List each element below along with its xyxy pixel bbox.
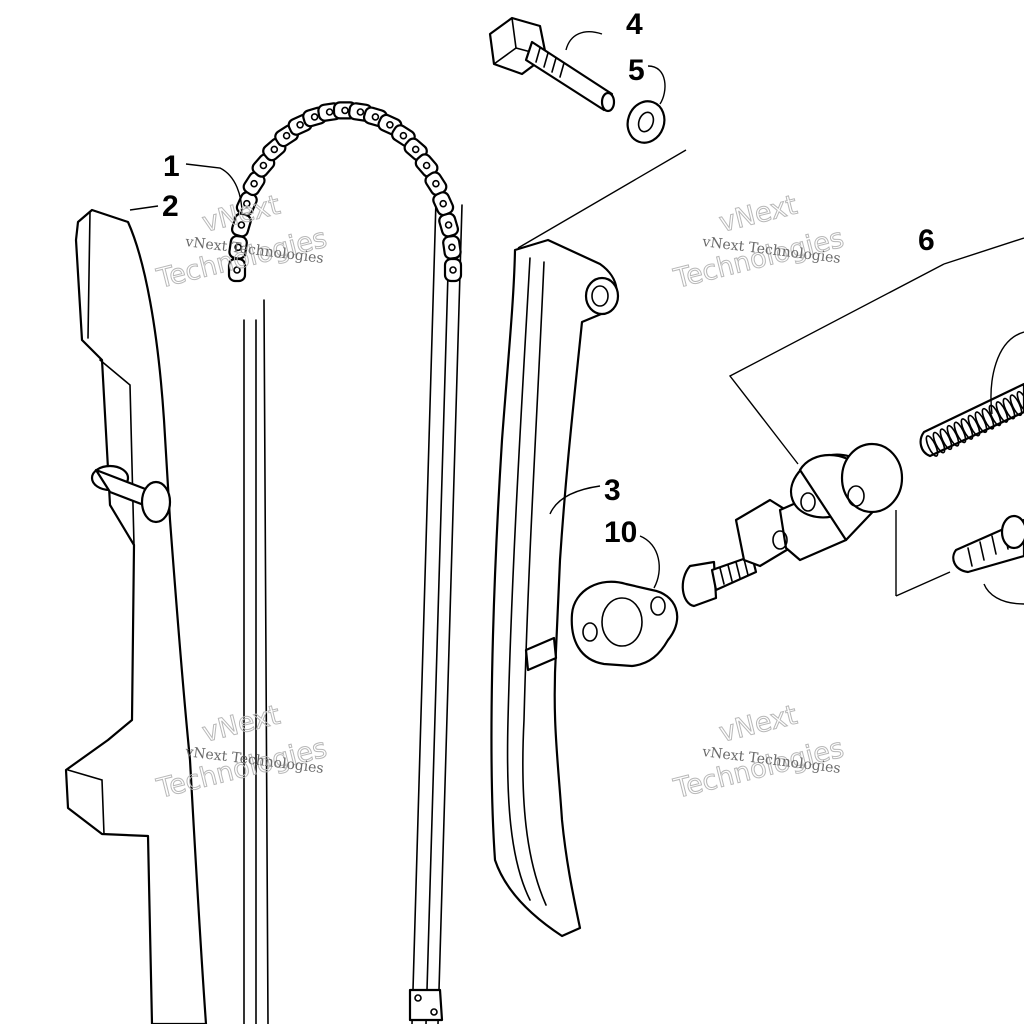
chain-link xyxy=(443,257,463,283)
bolt-part-4 xyxy=(488,16,616,113)
watermark-top-right: vNext Technologies vNext Technologies xyxy=(670,189,848,295)
chain-link xyxy=(442,234,462,260)
watermark-text-large-1: vNext xyxy=(716,700,800,749)
tensioner-guide-part-3 xyxy=(490,238,620,938)
callout-labels: 1 2 3 4 5 6 10 xyxy=(162,8,935,549)
washer-part-5 xyxy=(626,100,666,144)
tensioner-assembly-part-6 xyxy=(681,382,1024,608)
chain-link xyxy=(438,212,460,238)
callout-4: 4 xyxy=(626,8,643,41)
gasket-part-10 xyxy=(570,580,679,668)
callout-3: 3 xyxy=(604,474,621,507)
callout-2: 2 xyxy=(162,190,179,223)
callout-6: 6 xyxy=(918,224,935,257)
watermark-text-large-1: vNext xyxy=(716,190,800,239)
timing-chain-part-1 xyxy=(227,101,463,1024)
watermark-bottom-right: vNext Technologies vNext Technologies xyxy=(670,699,848,805)
callout-10: 10 xyxy=(604,516,637,549)
chain-guide-part-2 xyxy=(64,208,208,1024)
spring-coil xyxy=(1016,390,1024,413)
leader-lines xyxy=(129,31,1024,605)
callout-1: 1 xyxy=(163,150,180,183)
chain-link xyxy=(230,212,252,238)
callout-5: 5 xyxy=(628,54,645,87)
watermark-text-large-1: vNext xyxy=(199,700,283,749)
